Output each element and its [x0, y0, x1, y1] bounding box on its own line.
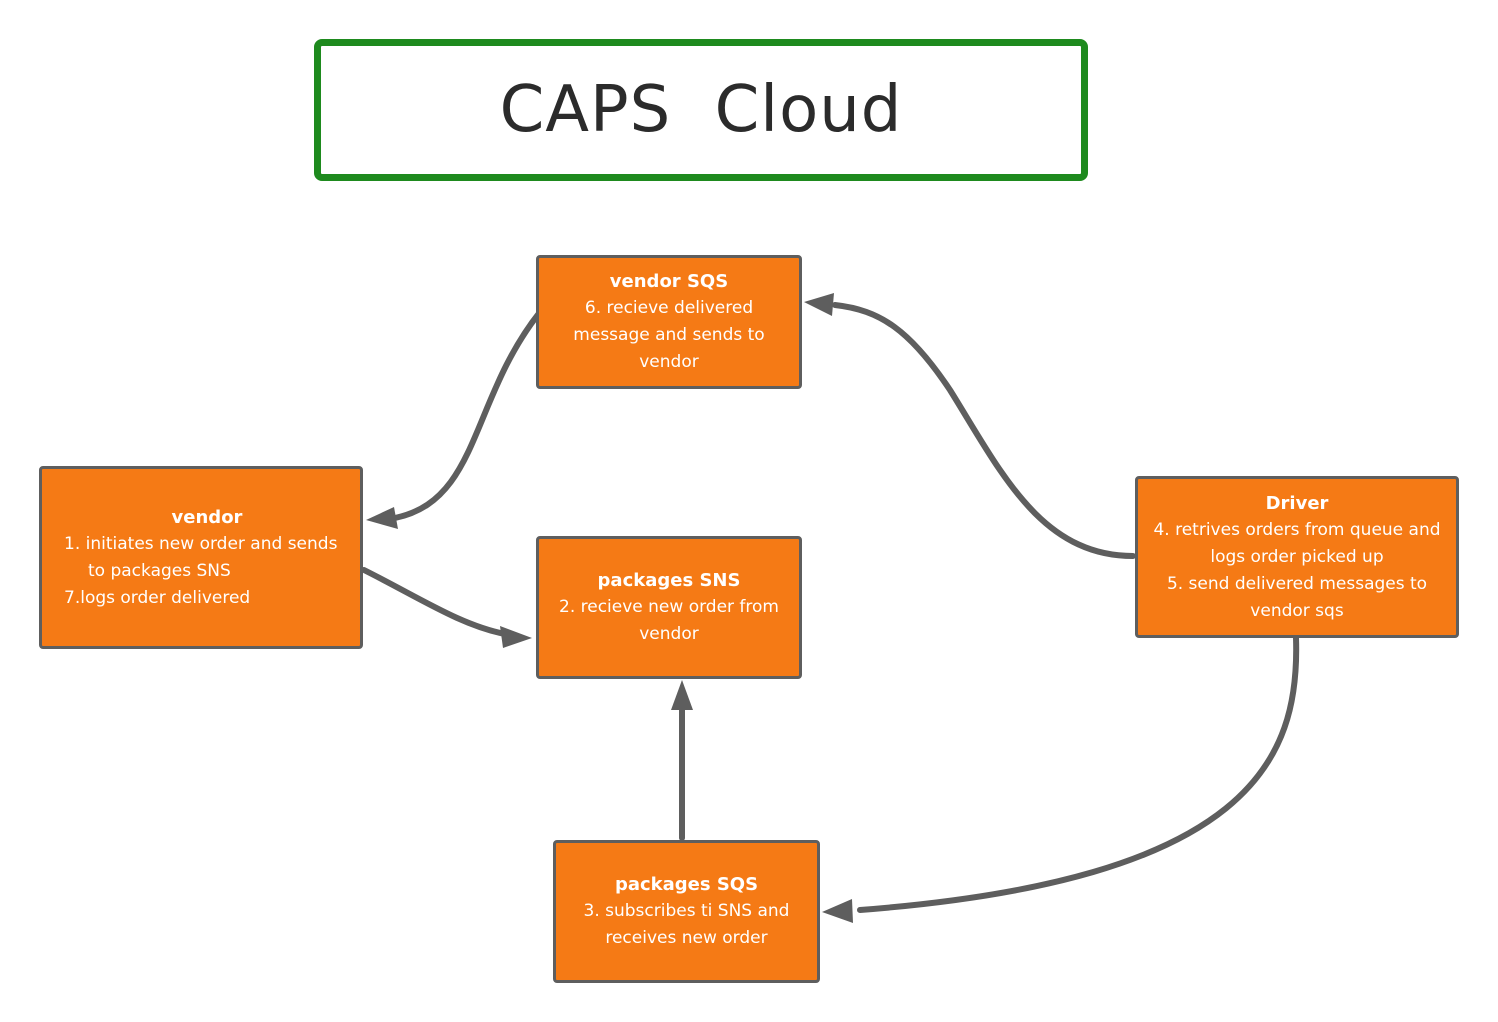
node-line: 7.logs order delivered — [64, 587, 251, 608]
title-box: CAPS Cloud — [314, 39, 1088, 181]
node-title: vendor SQS — [609, 271, 729, 292]
node-line: message and sends to — [573, 325, 765, 345]
diagram-title: CAPS Cloud — [499, 73, 903, 147]
node-line: vendor — [639, 352, 699, 372]
arrowhead-packages-sns-left — [500, 626, 532, 648]
arrowhead-vendor-sqs-right — [804, 293, 834, 316]
node-line: receives new order — [605, 928, 768, 948]
edge-vendor-sqs-to-vendor — [392, 309, 543, 521]
node-vendor-sqs[interactable]: vendor SQS 6. recieve delivered message … — [536, 255, 802, 389]
node-title: packages SQS — [614, 874, 759, 895]
node-line: 6. recieve delivered — [584, 298, 754, 318]
node-packages-sqs[interactable]: packages SQS 3. subscribes ti SNS and re… — [553, 840, 820, 983]
node-line: vendor — [639, 624, 699, 644]
node-line: to packages SNS — [88, 560, 231, 581]
node-title: packages SNS — [597, 570, 741, 591]
node-line: 3. subscribes ti SNS and — [583, 901, 790, 921]
edge-vendor-to-packages-sns — [361, 567, 508, 637]
arrowhead-packages-sns-bottom — [671, 680, 693, 710]
node-driver[interactable]: Driver 4. retrives orders from queue and… — [1135, 476, 1459, 638]
node-line: 5. send delivered messages to — [1166, 573, 1428, 594]
node-packages-sns[interactable]: packages SNS 2. recieve new order from v… — [536, 536, 802, 679]
node-line: 1. initiates new order and sends — [64, 533, 338, 554]
node-vendor[interactable]: vendor 1. initiates new order and sends … — [39, 466, 363, 649]
arrowhead-vendor-right — [366, 507, 398, 529]
node-line: 4. retrives orders from queue and — [1153, 519, 1441, 540]
edge-driver-to-packages-sqs — [857, 635, 1300, 913]
node-line: 2. recieve new order from — [559, 597, 779, 617]
node-line: logs order picked up — [1210, 546, 1384, 567]
node-title: Driver — [1265, 492, 1329, 514]
node-title: vendor — [171, 506, 243, 528]
arrowhead-packages-sqs-right — [822, 899, 853, 923]
edge-driver-to-vendor-sqs — [832, 302, 1136, 559]
node-line: vendor sqs — [1250, 600, 1344, 621]
